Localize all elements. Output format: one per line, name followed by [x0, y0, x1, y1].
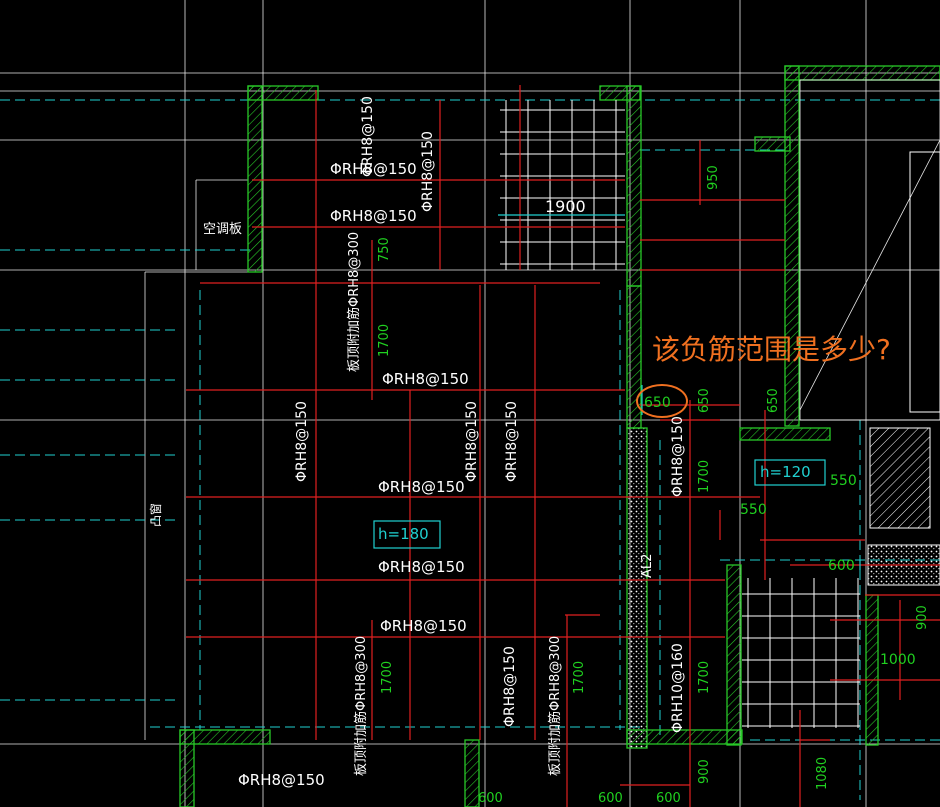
dim-1700-c: 1700 [380, 660, 395, 694]
beam-label: AL2 [640, 553, 655, 578]
rebar-label-v1: ΦRH8@150 [360, 96, 376, 177]
dim-1000: 1000 [880, 652, 916, 668]
question-annotation: 该负筋范围是多少? [652, 333, 891, 366]
rebar-label-7: ΦRH8@150 [238, 771, 325, 789]
rebar-label-3: ΦRH8@150 [382, 370, 469, 388]
rebar-label-1: ΦRH8@150 [330, 160, 417, 178]
dim-600-b: 600 [478, 791, 503, 806]
rebar-label-v2: 板顶附加筋ΦRH8@300 [347, 231, 362, 372]
dim-1700-e: 1700 [697, 660, 712, 694]
dim-600-c: 600 [598, 791, 623, 806]
dim-1700-b: 1700 [697, 459, 712, 493]
dim-1700-d: 1700 [572, 660, 587, 694]
rebar-label-v3: ΦRH8@150 [294, 401, 310, 482]
rebar-label-5: ΦRH8@150 [378, 558, 465, 576]
rebar-label-v11: ΦRH8@150 [420, 131, 436, 212]
dashed-lines [0, 99, 940, 800]
slab-thickness-120: h=120 [760, 463, 811, 481]
walls [179, 65, 940, 807]
dim-900-a: 900 [915, 605, 930, 630]
rebar-label-v5: ΦRH8@150 [504, 401, 520, 482]
rebar-label-v4: ΦRH8@150 [464, 401, 480, 482]
dim-550-a: 550 [830, 473, 857, 489]
dim-900-b: 900 [697, 759, 712, 784]
bay-window-label: 凸窗 [149, 502, 163, 527]
rebar-label-4: ΦRH8@150 [378, 478, 465, 496]
rebar-lines [186, 85, 940, 807]
slab-thickness-180: h=180 [378, 525, 429, 543]
rebar-label-2: ΦRH8@150 [330, 207, 417, 225]
tile-zones [500, 79, 940, 728]
rebar-label-v10: 板顶附加筋ΦRH8@300 [548, 635, 563, 776]
rebar-label-v6: ΦRH8@150 [670, 416, 686, 497]
dim-1700-a: 1700 [377, 323, 392, 357]
dim-650-c: 650 [766, 388, 781, 413]
rebar-label-6: ΦRH8@150 [380, 617, 467, 635]
dim-600-a: 600 [828, 558, 855, 574]
rebar-label-v7: ΦRH10@160 [670, 643, 686, 733]
dim-550-b: 550 [740, 502, 767, 518]
dimension-1900: 1900 [545, 197, 586, 216]
rebar-label-v8: 板顶附加筋ΦRH8@300 [354, 635, 369, 776]
annotation-circle [636, 384, 688, 418]
rebar-label-v9: ΦRH8@150 [502, 646, 518, 727]
dim-750: 750 [377, 237, 392, 262]
dim-1080: 1080 [815, 756, 830, 790]
dim-600-d: 600 [656, 791, 681, 806]
aircon-label: 空调板 [203, 222, 243, 237]
dim-650-b: 650 [697, 388, 712, 413]
dim-950: 950 [706, 165, 721, 190]
